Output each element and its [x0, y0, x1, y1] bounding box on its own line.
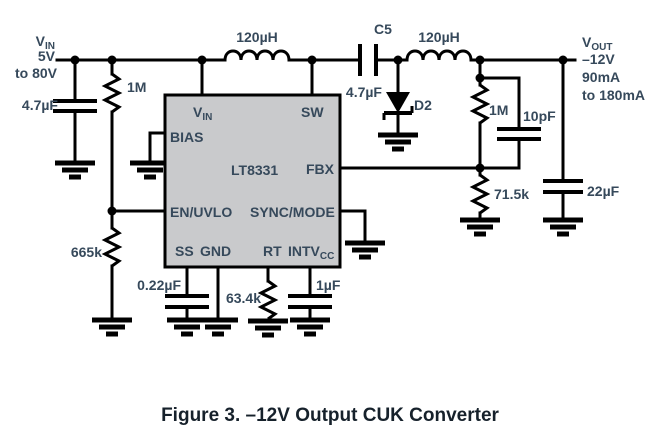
divider-bottom-label: 665k — [71, 244, 102, 260]
junction-dots — [70, 55, 568, 216]
resistor-63k4 — [257, 279, 279, 321]
resistor-1m-feedback — [469, 83, 491, 125]
coupling-capacitor-c5 — [358, 44, 378, 76]
vin-net-label: VIN — [36, 33, 55, 52]
bias-gnd-wire — [148, 131, 167, 163]
inductor2-coil — [405, 49, 473, 61]
diode-ref-label: D2 — [414, 97, 432, 113]
ff-cap-loop-wire — [478, 76, 521, 170]
ic-part-number: LT8331 — [231, 162, 278, 178]
ground-icon — [543, 220, 583, 234]
c5-ref-label: C5 — [374, 21, 392, 37]
vout-current-min-label: 90mA — [582, 69, 620, 85]
inductor2-value-label: 120µH — [418, 29, 460, 45]
wires — [55, 58, 577, 320]
vin-voltage-label: 5V — [38, 48, 56, 64]
vout-current-range-label: to 180mA — [582, 87, 645, 103]
ss-cap-value-label: 0.22µF — [137, 277, 181, 293]
ground-icon — [198, 320, 238, 334]
inductor1-coil — [223, 49, 291, 61]
pin-label-sync-mode: SYNC/MODE — [250, 204, 335, 220]
ic-lt8331-body — [163, 93, 342, 269]
figure-caption: Figure 3. –12V Output CUK Converter — [161, 405, 499, 426]
output-capacitor — [543, 179, 583, 194]
ground-icon — [55, 163, 95, 177]
vin-range-label: to 80V — [15, 65, 58, 81]
input-capacitor — [53, 99, 97, 113]
fb-top-resistor-label: 1M — [489, 102, 508, 118]
intvcc-cap-value-label: 1µF — [316, 277, 341, 293]
rt-resistor-value-label: 63.4k — [226, 290, 261, 306]
inductor1-value-label: 120µH — [236, 29, 278, 45]
pin-label-sw: SW — [301, 104, 324, 120]
vout-net-label: VOUT — [582, 34, 612, 53]
ic-pin-labels: VIN SW BIAS LT8331 FBX EN/UVLO SYNC/MODE… — [170, 104, 335, 262]
intvcc-capacitor — [288, 294, 332, 309]
sync-mode-gnd-wire — [338, 209, 367, 243]
resistor-665k — [101, 226, 123, 268]
ff-cap-label: 10pF — [523, 108, 556, 124]
divider-top-label: 1M — [127, 79, 146, 95]
resistor-1m-input — [101, 72, 123, 114]
input-cap-value-label: 4.7µF — [22, 97, 59, 113]
ground-icon — [378, 135, 418, 149]
pin-label-bias: BIAS — [170, 129, 203, 145]
pin-label-rt: RT — [263, 243, 282, 259]
ground-icon — [92, 320, 132, 334]
ground-icon — [345, 243, 385, 257]
resistor-71k5 — [469, 173, 491, 215]
ground-icon — [248, 321, 288, 335]
pin-label-fbx: FBX — [306, 161, 335, 177]
pin-label-intvcc: INTVCC — [288, 243, 334, 262]
net-labels: VIN 5V to 80V 4.7µF 1M 665k 120µH C5 4.7… — [15, 21, 645, 306]
pin-label-vin: VIN — [193, 104, 212, 123]
ss-capacitor — [165, 294, 209, 309]
c5-value-label: 4.7µF — [346, 84, 383, 100]
pin-label-ss: SS — [175, 243, 194, 259]
schottky-diode-d2 — [382, 92, 414, 120]
ground-icon — [290, 320, 330, 334]
feedforward-capacitor — [497, 127, 541, 141]
pin-label-en-uvlo: EN/UVLO — [170, 204, 232, 220]
fb-bottom-resistor-label: 71.5k — [494, 186, 529, 202]
vout-voltage-label: –12V — [582, 51, 615, 67]
ground-icon — [460, 220, 500, 234]
pin-label-gnd: GND — [200, 243, 231, 259]
output-cap-value-label: 22µF — [587, 183, 620, 199]
